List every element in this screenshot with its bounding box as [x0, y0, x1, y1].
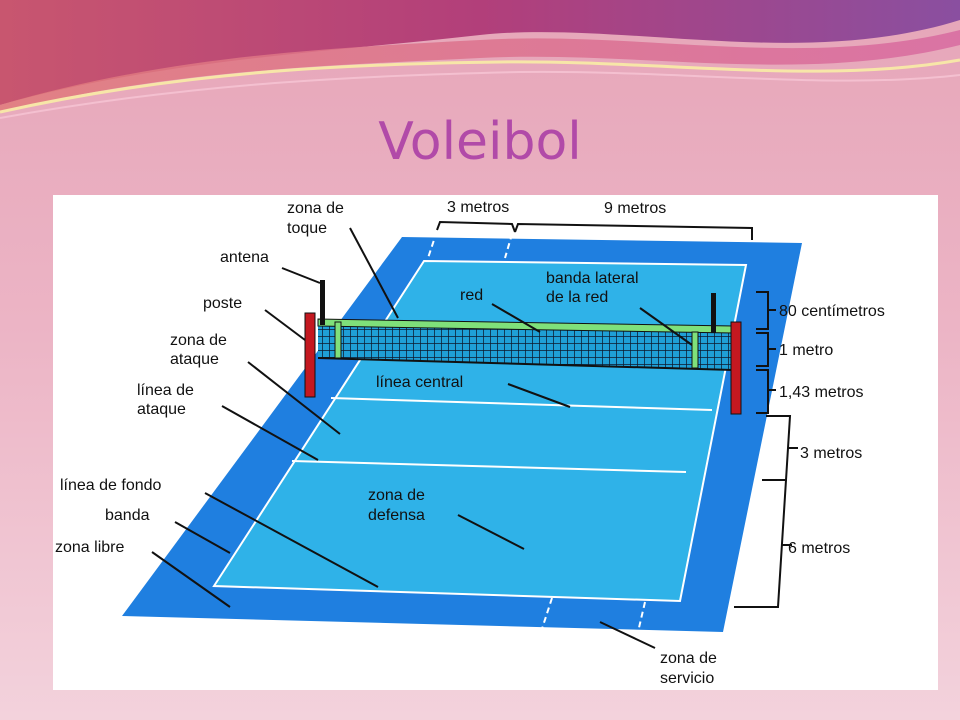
bracket-80cm — [756, 291, 776, 330]
svg-text:zona de: zona de — [287, 200, 344, 217]
label-linea-de-fondo: línea de fondo — [60, 477, 162, 494]
service-zone-mark — [637, 601, 646, 633]
dim-1-43-metros: 1,43 metros — [779, 384, 863, 401]
bracket-top-3m — [436, 220, 516, 233]
label-linea-central: línea central — [376, 374, 463, 391]
court-boundary-line — [212, 259, 748, 603]
label-antena: antena — [220, 249, 269, 266]
court-illustration: zona de toque antena poste zona de ataqu… — [55, 199, 885, 687]
label-toque: toque — [287, 220, 327, 237]
antenna-left — [320, 280, 325, 325]
top-dashed-mark — [427, 221, 441, 259]
label-zona-de-defensa-2: defensa — [368, 507, 425, 524]
label-zona-libre: zona libre — [55, 539, 124, 556]
net-bottom-cord — [317, 357, 734, 371]
post-right — [730, 321, 742, 415]
dim-80-centimetros: 80 centímetros — [779, 303, 885, 320]
post-left — [304, 312, 316, 398]
bracket-top-9m — [514, 222, 753, 240]
attack-line — [291, 460, 687, 473]
label-zona-de-toque: zona de — [287, 200, 344, 217]
antenna-right — [711, 293, 716, 333]
label-zona-de-servicio-2: servicio — [660, 670, 714, 687]
dim-right-3-metros: 3 metros — [800, 445, 862, 462]
label-zona-de-defensa-1: zona de — [368, 487, 425, 504]
label-zona-de-ataque-1: zona de — [170, 332, 227, 349]
net-side-band-right — [691, 331, 699, 369]
label-linea-de-ataque-1: línea de — [137, 382, 194, 399]
dim-right-6-metros: 6 metros — [788, 540, 850, 557]
label-zona-de-servicio-1: zona de — [660, 650, 717, 667]
bracket-1m — [756, 332, 776, 367]
bracket-143m — [756, 369, 776, 414]
label-banda-lateral-1: banda lateral — [546, 270, 639, 287]
slide-title: Voleibol — [378, 112, 582, 172]
volleyball-court-diagram: zona de toque antena poste zona de ataqu… — [53, 195, 938, 690]
center-line — [330, 397, 713, 411]
service-zone-mark — [540, 597, 553, 633]
dim-1-metro: 1 metro — [779, 342, 833, 359]
label-poste: poste — [203, 295, 242, 312]
svg-text:toque: toque — [287, 220, 327, 237]
label-banda: banda — [105, 507, 150, 524]
leader-lines — [151, 227, 693, 649]
label-banda-lateral-2: de la red — [546, 289, 608, 306]
bracket-right-3m — [762, 415, 798, 481]
net-side-band-left — [334, 321, 342, 359]
label-linea-de-ataque-2: ataque — [137, 401, 186, 418]
dim-top-9-metros: 9 metros — [604, 200, 666, 217]
bracket-right-6m — [734, 479, 792, 608]
label-zona-de-ataque-2: ataque — [170, 351, 219, 368]
label-red: red — [460, 287, 483, 304]
net — [317, 318, 734, 371]
decorative-waves — [0, 0, 960, 119]
dim-top-3-metros: 3 metros — [447, 199, 509, 216]
